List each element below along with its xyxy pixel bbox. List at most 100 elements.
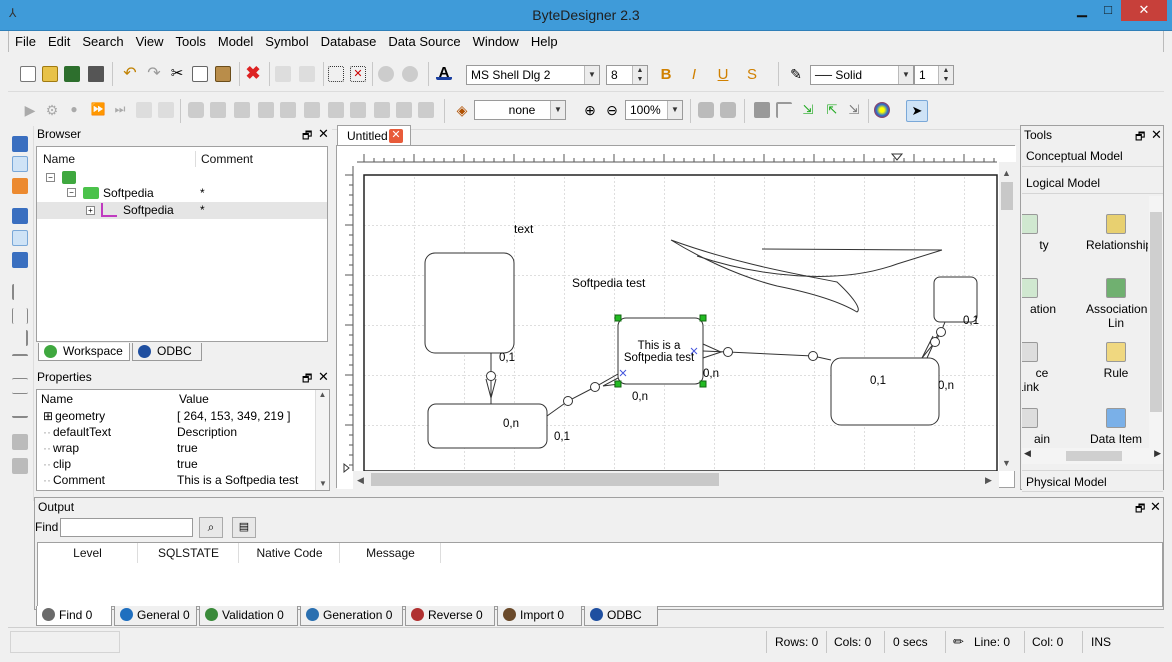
line-style-combo[interactable]: ── Solid▼ bbox=[810, 65, 914, 85]
menu-window[interactable]: Window bbox=[472, 34, 519, 49]
property-value[interactable]: true bbox=[177, 457, 198, 471]
spinner-arrows-icon[interactable]: ▲▼ bbox=[632, 66, 647, 84]
corner-icon[interactable] bbox=[776, 102, 792, 118]
spinner-arrows-icon[interactable]: ▲▼ bbox=[938, 66, 953, 84]
edit-grey-icon[interactable] bbox=[374, 102, 390, 118]
selection-handle[interactable] bbox=[699, 380, 707, 388]
menu-data-source[interactable]: Data Source bbox=[388, 34, 461, 49]
move-right-icon[interactable] bbox=[275, 66, 291, 82]
selection-handle[interactable] bbox=[699, 314, 707, 322]
entity-box-3[interactable] bbox=[830, 357, 940, 426]
undo-icon[interactable]: ↶ bbox=[123, 65, 137, 82]
freehand-curve[interactable] bbox=[670, 239, 859, 313]
print-icon[interactable] bbox=[88, 66, 104, 82]
output-tab-general[interactable]: General 0 bbox=[114, 606, 197, 626]
connector-node[interactable] bbox=[808, 351, 818, 361]
find-icon[interactable] bbox=[378, 66, 394, 82]
connector-line[interactable] bbox=[702, 350, 832, 361]
straight-line[interactable] bbox=[761, 248, 943, 251]
font-size-spinner[interactable]: 8▲▼ bbox=[606, 65, 648, 85]
note-grey-icon[interactable] bbox=[418, 102, 434, 118]
entity-box-4[interactable] bbox=[933, 276, 978, 323]
minimize-icon[interactable]: ▁ bbox=[1077, 2, 1087, 17]
diagram-svg[interactable]: text Softpedia test This is a Softpedia … bbox=[337, 146, 1016, 489]
database-icon[interactable] bbox=[188, 102, 204, 118]
browser-toggle-icon[interactable] bbox=[12, 136, 28, 152]
list-icon[interactable] bbox=[12, 208, 28, 224]
entity-box-1[interactable] bbox=[424, 252, 515, 354]
scroll-down-icon[interactable]: ▼ bbox=[1002, 458, 1011, 468]
tree-icon[interactable] bbox=[12, 156, 28, 172]
stop-icon[interactable]: ● bbox=[70, 102, 78, 116]
connector-node[interactable] bbox=[563, 396, 573, 406]
step-icon[interactable]: ⏩ bbox=[90, 102, 106, 116]
section-logical-model[interactable]: Logical Model bbox=[1022, 172, 1163, 194]
entity-box-2[interactable] bbox=[427, 403, 548, 449]
menu-help[interactable]: Help bbox=[530, 34, 558, 49]
chevron-down-icon[interactable]: ▼ bbox=[584, 66, 599, 84]
output-tab-generation[interactable]: Generation 0 bbox=[300, 606, 403, 626]
text-label[interactable]: text bbox=[514, 222, 534, 236]
reference-icon[interactable] bbox=[304, 102, 320, 118]
collapse-icon[interactable]: − bbox=[67, 188, 76, 197]
tab-untitled[interactable]: Untitled✕ bbox=[337, 125, 411, 146]
replace-icon[interactable] bbox=[402, 66, 418, 82]
key-icon[interactable] bbox=[280, 102, 296, 118]
link-green-icon[interactable]: ⇲ bbox=[802, 102, 814, 117]
paste-icon[interactable] bbox=[215, 66, 231, 82]
output-tab-validation[interactable]: Validation 0 bbox=[199, 606, 298, 626]
collapse-icon[interactable]: − bbox=[46, 173, 55, 182]
cut-icon[interactable]: ✂ bbox=[170, 65, 184, 82]
tools-hscrollbar[interactable]: ◀ ▶ bbox=[1022, 448, 1163, 464]
align-bottom-icon[interactable] bbox=[12, 402, 28, 418]
tools-scrollbar[interactable] bbox=[1149, 196, 1163, 448]
tools-hscroll-thumb[interactable] bbox=[1066, 451, 1122, 461]
move-left-icon[interactable] bbox=[299, 66, 315, 82]
maximize-icon[interactable]: □ bbox=[1104, 2, 1112, 17]
tool-domain[interactable]: ain bbox=[1022, 408, 1058, 446]
connector-node[interactable] bbox=[486, 371, 496, 381]
strikeout-icon[interactable]: S bbox=[746, 66, 757, 83]
view-icon[interactable] bbox=[234, 102, 250, 118]
select-all-icon[interactable] bbox=[328, 66, 344, 82]
float-icon[interactable]: 🗗 bbox=[302, 373, 313, 385]
copy-icon[interactable] bbox=[192, 66, 208, 82]
send-back-icon[interactable] bbox=[12, 458, 28, 474]
scroll-left-icon[interactable]: ◀ bbox=[357, 475, 364, 485]
properties-toggle-icon[interactable] bbox=[12, 230, 28, 246]
tool-relationship[interactable]: Relationship bbox=[1086, 214, 1148, 252]
connector-node[interactable] bbox=[930, 337, 940, 347]
chevron-down-icon[interactable]: ▼ bbox=[898, 66, 913, 84]
tool-association[interactable]: ation bbox=[1022, 278, 1058, 316]
line-color-icon[interactable]: ✎ bbox=[790, 66, 802, 82]
close-icon[interactable]: ✕ bbox=[318, 369, 329, 384]
align-middle-icon[interactable] bbox=[12, 378, 28, 394]
italic-icon[interactable]: I bbox=[691, 66, 697, 83]
align-center-icon[interactable] bbox=[12, 308, 28, 324]
property-value[interactable]: This is a Softpedia test bbox=[177, 473, 299, 487]
property-value[interactable]: true bbox=[177, 441, 198, 455]
link-green2-icon[interactable]: ⇱ bbox=[826, 102, 838, 117]
link-grey-icon[interactable]: ⇲ bbox=[848, 102, 860, 117]
ruler-marker-icon[interactable] bbox=[343, 462, 350, 474]
save-icon[interactable] bbox=[64, 66, 80, 82]
new-file-icon[interactable] bbox=[20, 66, 36, 82]
open-folder-icon[interactable] bbox=[42, 66, 58, 82]
scroll-up-icon[interactable]: ▲ bbox=[318, 390, 327, 399]
close-icon[interactable]: ✕ bbox=[318, 126, 329, 141]
scroll-right-icon[interactable]: ▶ bbox=[1154, 448, 1161, 458]
output-tab-import[interactable]: Import 0 bbox=[497, 606, 582, 626]
fill-combo[interactable]: none▼ bbox=[474, 100, 566, 120]
align-left-icon[interactable] bbox=[12, 284, 28, 300]
pointer-icon[interactable]: ➤ bbox=[906, 100, 928, 122]
zoom-combo[interactable]: 100%▼ bbox=[625, 100, 683, 120]
menu-symbol[interactable]: Symbol bbox=[265, 34, 309, 49]
selection-handle[interactable] bbox=[614, 380, 622, 388]
scroll-right-icon[interactable]: ▶ bbox=[985, 475, 992, 485]
fill-color-icon[interactable]: ◈ bbox=[456, 102, 468, 118]
tools-scroll-thumb[interactable] bbox=[1150, 212, 1162, 412]
menu-tools[interactable]: Tools bbox=[175, 34, 206, 49]
expand-icon[interactable]: ⊞ bbox=[43, 409, 54, 423]
menu-search[interactable]: Search bbox=[82, 34, 124, 49]
tab-workspace[interactable]: Workspace bbox=[38, 343, 130, 361]
